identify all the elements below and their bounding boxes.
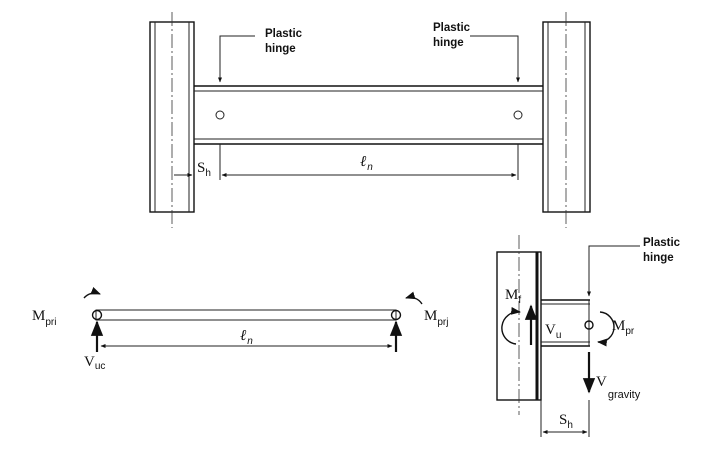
beam-member [95,309,397,321]
m-prj-label: Mprj [424,308,448,328]
m-pri-label: Mpri [32,308,56,328]
sh-label: Sh [197,160,211,179]
mpr-label: Mpr [612,318,635,337]
top-beam [194,85,543,145]
left-hinge-label-line1: Plastic [265,28,303,40]
mf-moment-arc [501,307,521,345]
right-hinge-label-line2: hinge [433,37,464,49]
mpr-moment-arc [597,311,615,347]
beam-ln-label: ℓn [240,328,253,347]
v-uc-label: Vuc [84,354,105,372]
mf-label: Mf [505,287,521,306]
left-column [149,12,195,228]
left-hinge-label-line2: hinge [265,43,296,55]
beam-free-body: Mpri Mprj Vuc ℓn [32,287,448,372]
detail-sh-label: Sh [559,412,573,431]
v-gravity-label: Vgravity [596,374,641,401]
detail-hinge-marker [584,320,594,330]
vu-label: Vu [545,322,561,341]
right-moment-arc [405,291,423,305]
ln-label: ℓn [360,154,373,173]
beam-right-hinge [390,309,402,321]
right-hinge-label-line1: Plastic [433,22,471,34]
right-hinge-marker [513,110,523,120]
detail-hinge-label-line2: hinge [643,252,674,264]
right-column [542,12,591,228]
left-hinge-marker [215,110,225,120]
left-moment-arc [83,287,101,299]
left-hinge-leader [218,35,255,83]
detail-hinge-label-line1: Plastic [643,237,681,249]
detail-view: Plastic hinge Mf Vu Mpr Vgravity Sh [496,235,681,437]
detail-hinge-leader [587,245,640,297]
top-view: Plastic hinge Plastic hinge Sh ℓn [149,12,591,228]
right-hinge-leader [470,35,520,83]
beam-left-hinge [91,309,103,321]
